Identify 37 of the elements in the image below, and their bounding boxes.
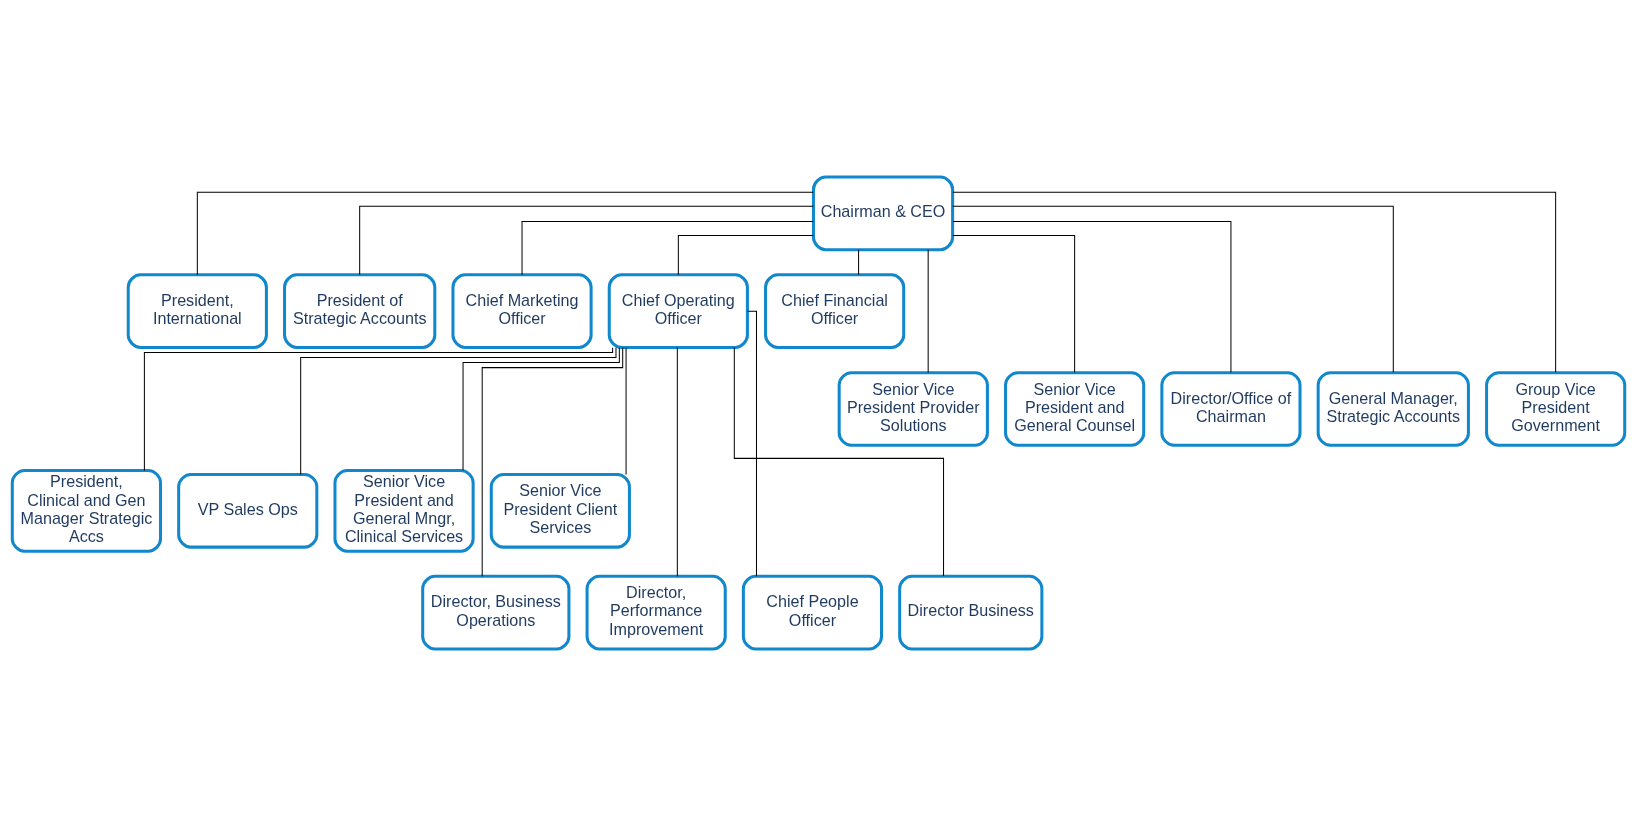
connector: [952, 220, 1232, 373]
node-box: Director Business: [898, 574, 1044, 650]
connector: [952, 234, 1076, 373]
node-box: Director/Office of Chairman: [1160, 370, 1302, 447]
node-box: Chief People Officer: [741, 574, 884, 650]
node-box: Chief Marketing Officer: [451, 272, 593, 349]
node-box: General Manager, Strategic Accounts: [1316, 370, 1470, 447]
connector: [625, 346, 627, 475]
node-box: VP Sales Ops: [177, 472, 319, 549]
connector: [521, 220, 814, 275]
connector: [196, 191, 814, 275]
node-box: Group Vice President Government: [1485, 370, 1627, 447]
connector: [481, 346, 624, 577]
node-box: President, Clinical and Gen Manager Strategic Accs: [10, 468, 163, 553]
node-box: President, International: [126, 272, 268, 349]
connector: [462, 346, 620, 471]
node-box: President of Strategic Accounts: [283, 272, 437, 349]
connector: [143, 346, 614, 471]
connector: [747, 310, 757, 577]
node-box: Senior Vice President and General Counsel: [1004, 370, 1146, 447]
node-box: Senior Vice President Provider Solutions: [837, 370, 989, 447]
connector: [359, 205, 814, 275]
connector: [676, 346, 678, 577]
connector: [677, 234, 814, 275]
connector: [300, 346, 617, 475]
node-box: Senior Vice President Client Services: [489, 472, 631, 549]
node-box: Director, Performance Improvement: [585, 574, 727, 650]
node-box: Chief Financial Officer: [764, 272, 906, 349]
node-box: Director, Business Operations: [421, 574, 571, 650]
connector: [927, 248, 929, 373]
node-box: Chairman & CEO: [811, 175, 955, 251]
node-box: Chief Operating Officer: [607, 272, 749, 349]
connector: [952, 205, 1394, 373]
connector: [733, 346, 945, 577]
node-box: Senior Vice President and General Mngr, Clinical Services: [333, 468, 475, 553]
connector: [858, 248, 860, 275]
connector: [952, 191, 1557, 373]
